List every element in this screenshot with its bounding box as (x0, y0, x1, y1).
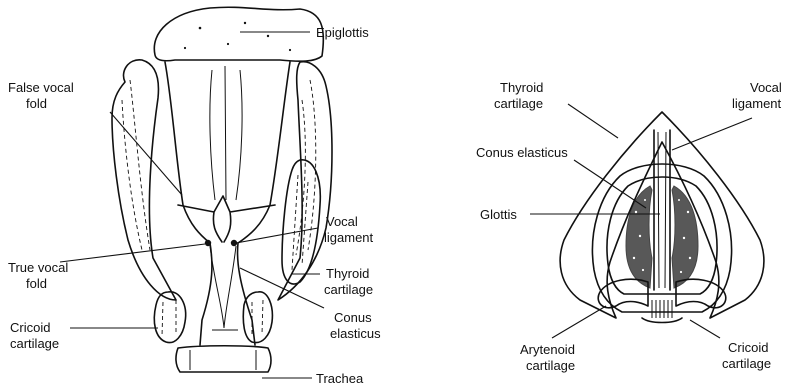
conus-elasticus-left (626, 186, 652, 288)
leader-thyroid-cartilage-right (568, 104, 618, 138)
posterior-cricoid-base (642, 318, 682, 323)
label-cricoid-cartilage-right: Cricoid cartilage (722, 340, 772, 371)
subglottic-fold (210, 246, 238, 330)
label-arytenoid-cartilage: Arytenoid cartilage (520, 342, 579, 373)
leader-true-vocal-fold (60, 244, 205, 262)
superior-view: Thyroid cartilage Vocal ligament Conus e… (476, 80, 785, 373)
epiglottis-dots (184, 22, 291, 51)
label-false-vocal-fold: False vocal fold (8, 80, 77, 111)
label-thyroid-cartilage-left: Thyroid cartilage (324, 266, 373, 297)
thyroid-cartilage-outline (560, 112, 764, 318)
vocal-ligament-left-dot (205, 240, 211, 246)
label-conus-elasticus-right: Conus elasticus (476, 145, 568, 160)
label-epiglottis: Epiglottis (316, 25, 369, 40)
coronal-section-view: Epiglottis False vocal fold Vocal ligame… (8, 7, 381, 385)
label-true-vocal-fold: True vocal fold (8, 260, 72, 291)
cricoid-right (243, 292, 272, 343)
label-thyroid-cartilage-right: Thyroid cartilage (494, 80, 547, 111)
label-cricoid-cartilage-left: Cricoid cartilage (10, 320, 59, 351)
thyroid-lamina-left (112, 60, 176, 300)
label-vocal-ligament-right: Vocal ligament (732, 80, 785, 111)
cricoid-left-hatch (162, 300, 176, 336)
label-glottis: Glottis (480, 207, 517, 222)
vestibule-lines (210, 66, 242, 200)
cricoid-ring-inner (607, 177, 717, 294)
glottis-slit (658, 132, 666, 288)
ventricle-fold (178, 196, 275, 242)
trachea-ring-inner (190, 350, 256, 370)
conus-elasticus-right (672, 186, 698, 288)
epiglottis-shape (154, 7, 323, 61)
label-conus-elasticus-left: Conus elasticus (330, 310, 381, 341)
label-vocal-ligament-left: Vocal ligament (324, 214, 374, 245)
thyroid-lamina-right (278, 62, 332, 300)
leader-false-vocal-fold (110, 112, 182, 195)
leader-cricoid-right (690, 320, 720, 338)
leader-arytenoid (552, 306, 606, 338)
posterior-cricoid-hatch (652, 300, 672, 318)
label-trachea: Trachea (316, 371, 364, 385)
thyroid-lamina-left-hatch (122, 80, 150, 250)
